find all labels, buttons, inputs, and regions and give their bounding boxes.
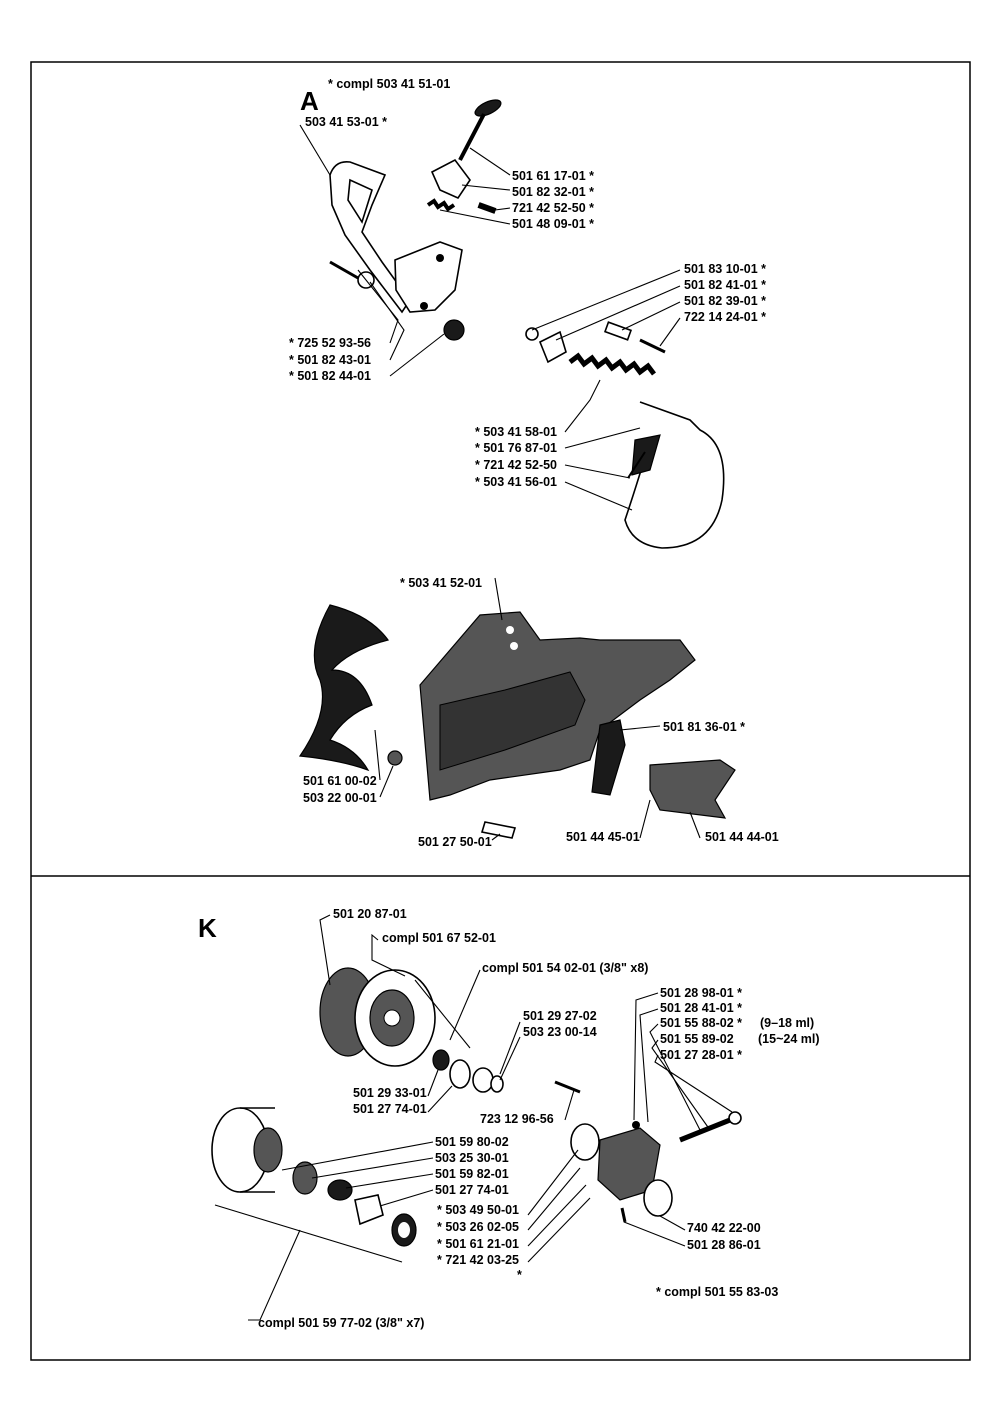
label-501-82-43-01: * 501 82 43-01 bbox=[289, 353, 371, 367]
o-ring-740-42-22 bbox=[643, 1179, 673, 1217]
label-501-82-41-01: 501 82 41-01 * bbox=[684, 278, 766, 292]
bolt-725 bbox=[329, 260, 359, 280]
label-501-28-98-01: 501 28 98-01 * bbox=[660, 986, 742, 1000]
label-501-44-44-01: 501 44 44-01 bbox=[705, 830, 779, 844]
label-503-22-00-01: 503 22 00-01 bbox=[303, 791, 377, 805]
washer-501-29-27 bbox=[472, 1067, 494, 1093]
pin-501-28-86 bbox=[620, 1207, 627, 1223]
label-501-83-10-01: 501 83 10-01 * bbox=[684, 262, 766, 276]
adjuster-screw bbox=[679, 1117, 731, 1143]
cover-cavity bbox=[439, 671, 586, 771]
screw-723-12-96 bbox=[554, 1080, 581, 1094]
label-721-42-52-50-b: * 721 42 52-50 bbox=[475, 458, 557, 472]
label-star: * bbox=[517, 1268, 522, 1282]
bearing-501-29-33 bbox=[432, 1049, 450, 1071]
screw-501-27-28 bbox=[728, 1111, 742, 1125]
label-503-41-58-01: * 503 41 58-01 bbox=[475, 425, 557, 439]
frame-border bbox=[30, 61, 971, 1361]
label-501-76-87-01: * 501 76 87-01 bbox=[475, 441, 557, 455]
label-721-42-52-50-a: 721 42 52-50 * bbox=[512, 201, 594, 215]
bearing-501-59-82 bbox=[327, 1179, 353, 1201]
label-501-27-74-01-a: 501 27 74-01 bbox=[353, 1102, 427, 1116]
lever-501-81-36 bbox=[591, 719, 626, 796]
washer-501-27-74-b bbox=[354, 1194, 384, 1226]
brake-pad bbox=[631, 434, 661, 476]
clutch-rim-assembly bbox=[319, 967, 436, 1067]
front-handle-guard bbox=[329, 160, 463, 314]
label-compl-501-59-77-02: compl 501 59 77-02 (3/8" x7) bbox=[258, 1316, 424, 1330]
label-501-61-00-02: 501 61 00-02 bbox=[303, 774, 377, 788]
label-503-23-00-14: 503 23 00-14 bbox=[523, 1025, 597, 1039]
label-740-42-22-00: 740 42 22-00 bbox=[687, 1221, 761, 1235]
label-501-27-28-01: 501 27 28-01 * bbox=[660, 1048, 742, 1062]
label-501-29-33-01: 501 29 33-01 bbox=[353, 1086, 427, 1100]
label-501-27-50-01: 501 27 50-01 bbox=[418, 835, 492, 849]
label-503-26-02-05: * 503 26 02-05 bbox=[437, 1220, 519, 1234]
label-501-61-17-01: 501 61 17-01 * bbox=[512, 169, 594, 183]
section-a: A * compl 503 41 51-01 503 41 53-01 * bbox=[289, 77, 779, 849]
label-compl-501-67-52-01: compl 501 67 52-01 bbox=[382, 931, 496, 945]
sleeve-501-82-39 bbox=[603, 321, 633, 341]
washer-501-27-74-a bbox=[449, 1059, 471, 1089]
label-503-25-30-01: 503 25 30-01 bbox=[435, 1151, 509, 1165]
label-503-41-56-01: * 503 41 56-01 bbox=[475, 475, 557, 489]
spring-brake bbox=[568, 352, 656, 376]
label-725-52-93-56: * 725 52 93-56 bbox=[289, 336, 371, 350]
section-k: K * compl 501 55 83-03 501 20 87-01 comp… bbox=[198, 907, 820, 1330]
knob-pin bbox=[458, 99, 502, 161]
label-501-81-36-01: 501 81 36-01 * bbox=[663, 720, 745, 734]
label-501-29-27-02: 501 29 27-02 bbox=[523, 1009, 597, 1023]
section-k-compl-label: * compl 501 55 83-03 bbox=[656, 1285, 778, 1299]
label-501-61-21-01: * 501 61 21-01 bbox=[437, 1237, 519, 1251]
pin-501-27-50 bbox=[480, 821, 517, 839]
screw-501-83-10 bbox=[525, 327, 539, 341]
label-501-20-87-01: 501 20 87-01 bbox=[333, 907, 407, 921]
label-501-27-74-01-b: 501 27 74-01 bbox=[435, 1183, 509, 1197]
label-503-41-52-01: * 503 41 52-01 bbox=[400, 576, 482, 590]
label-501-55-89-02: 501 55 89-02 bbox=[660, 1032, 734, 1046]
pin-small bbox=[477, 202, 497, 214]
brake-band bbox=[624, 401, 725, 549]
label-503-41-53-01: 503 41 53-01 * bbox=[305, 115, 387, 129]
label-501-59-82-01: 501 59 82-01 bbox=[435, 1167, 509, 1181]
nut-503-22-00 bbox=[387, 750, 403, 766]
label-503-49-50-01: * 503 49 50-01 bbox=[437, 1203, 519, 1217]
plate-501-44-45 bbox=[649, 759, 736, 819]
label-501-55-88-02: 501 55 88-02 * bbox=[660, 1016, 742, 1030]
label-501-28-86-01: 501 28 86-01 bbox=[687, 1238, 761, 1252]
screw-501-28-98 bbox=[632, 1121, 640, 1129]
label-501-44-45-01: 501 44 45-01 bbox=[566, 830, 640, 844]
label-723-12-96-56: 723 12 96-56 bbox=[480, 1112, 554, 1126]
seal-503-49-50 bbox=[570, 1123, 600, 1161]
label-501-82-44-01: * 501 82 44-01 bbox=[289, 369, 371, 383]
label-compl-501-54-02-01: compl 501 54 02-01 (3/8" x8) bbox=[482, 961, 648, 975]
clutch-drum bbox=[211, 1107, 283, 1193]
note-15-24-ml: (15~24 ml) bbox=[758, 1032, 820, 1046]
label-722-14-24-01: 722 14 24-01 * bbox=[684, 310, 766, 324]
pin-721-42-52-50-b bbox=[627, 451, 646, 479]
pin-722-14-24 bbox=[639, 338, 666, 354]
sprocket-503-25-30 bbox=[292, 1161, 318, 1195]
label-501-82-39-01: 501 82 39-01 * bbox=[684, 294, 766, 308]
spring-small bbox=[426, 198, 456, 212]
section-k-letter: K bbox=[198, 913, 217, 943]
section-a-compl-label: * compl 503 41 51-01 bbox=[328, 77, 450, 91]
label-501-28-41-01: 501 28 41-01 * bbox=[660, 1001, 742, 1015]
latch bbox=[430, 158, 471, 200]
label-501-59-80-02: 501 59 80-02 bbox=[435, 1135, 509, 1149]
label-501-48-09-01: 501 48 09-01 * bbox=[512, 217, 594, 231]
block-501-82-41 bbox=[538, 330, 567, 364]
label-501-82-32-01: 501 82 32-01 * bbox=[512, 185, 594, 199]
label-721-42-03-25: * 721 42 03-25 bbox=[437, 1253, 519, 1267]
nut-501-82-44 bbox=[443, 319, 465, 341]
section-a-letter: A bbox=[300, 86, 319, 116]
bumper-spike-501-61-00-02 bbox=[298, 604, 389, 772]
note-9-18-ml: (9–18 ml) bbox=[760, 1016, 814, 1030]
